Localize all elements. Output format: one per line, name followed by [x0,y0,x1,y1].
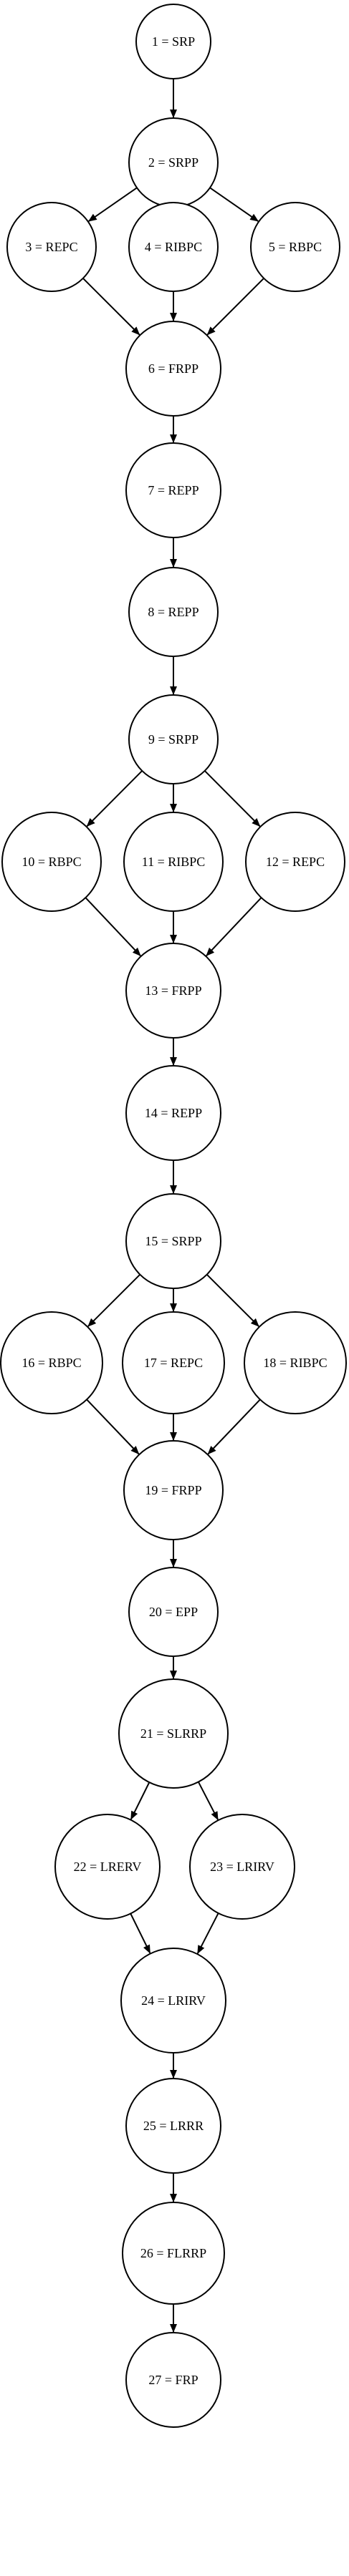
edge-arrow-9-10 [86,770,143,827]
node-label: 14 = REPP [145,1106,202,1120]
edge-arrow-3-6 [82,278,140,336]
edge-arrow-15-16 [87,1273,141,1327]
edge-arrow-21-22 [130,1782,150,1820]
node-circle [118,1678,229,1789]
node-circle [125,1065,221,1161]
node-label: 10 = RBPC [21,855,81,869]
node-circle [54,1814,161,1920]
node-label: 4 = RIBPC [145,240,202,254]
node-circle [245,812,345,912]
edge-arrow-5-6 [206,278,264,336]
node-12: 12 = REPC [245,812,345,912]
node-label: 27 = FRP [148,2373,198,2387]
node-circle [120,1948,226,2053]
node-16: 16 = RBPC [0,1311,103,1414]
node-label: 19 = FRPP [145,1483,201,1497]
edge-arrow-12-13 [206,897,262,957]
node-circle [189,1814,295,1920]
node-circle [135,4,211,79]
node-14: 14 = REPP [125,1065,221,1161]
edge-arrow-2-5 [209,187,259,222]
node-1: 1 = SRP [135,4,211,79]
node-22: 22 = LRERV [54,1814,161,1920]
node-label: 20 = EPP [149,1605,198,1619]
node-circle [125,442,221,538]
node-circle [244,1311,347,1414]
node-18: 18 = RIBPC [244,1311,347,1414]
node-label: 23 = LRIRV [210,1860,274,1874]
node-label: 16 = RBPC [21,1356,81,1370]
edge-arrow-10-13 [85,897,141,957]
node-3: 3 = REPC [6,202,97,292]
node-11: 11 = RIBPC [123,812,224,912]
node-circle [125,321,221,417]
node-20: 20 = EPP [128,1567,219,1657]
node-circle [123,812,224,912]
node-27: 27 = FRP [125,2332,221,2428]
node-label: 26 = FLRRP [140,2246,206,2260]
node-circle [128,202,219,292]
edge-arrow-23-24 [196,1912,219,1955]
edge-arrow-9-12 [204,770,261,827]
node-circle [250,202,340,292]
node-2: 2 = SRPP [128,117,219,208]
node-label: 24 = LRIRV [141,1993,206,2008]
node-label: 25 = LRRR [143,2119,204,2133]
node-24: 24 = LRIRV [120,1948,226,2053]
node-label: 15 = SRPP [145,1234,201,1248]
node-circle [123,1440,224,1540]
node-4: 4 = RIBPC [128,202,219,292]
node-circle [0,1311,103,1414]
node-label: 1 = SRP [152,34,195,49]
node-label: 6 = FRPP [148,361,199,376]
node-13: 13 = FRPP [125,943,221,1039]
node-6: 6 = FRPP [125,321,221,417]
node-circle [6,202,97,292]
node-15: 15 = SRPP [125,1193,221,1289]
node-label: 13 = FRPP [145,983,201,998]
node-circle [122,1311,225,1414]
node-label: 7 = REPP [148,483,199,497]
node-label: 17 = REPC [144,1356,203,1370]
node-label: 12 = REPC [266,855,325,869]
node-circle [125,2332,221,2428]
node-8: 8 = REPP [128,567,219,657]
node-label: 3 = REPC [25,240,77,254]
node-9: 9 = SRPP [128,694,219,784]
node-circle [128,567,219,657]
edge-arrow-21-23 [197,1782,219,1821]
edge-arrow-22-24 [130,1913,151,1954]
node-circle [125,2078,221,2174]
edge-arrow-2-3 [87,187,138,222]
node-label: 2 = SRPP [148,155,199,170]
node-label: 18 = RIBPC [263,1356,327,1370]
node-17: 17 = REPC [122,1311,225,1414]
node-label: 8 = REPP [148,605,199,619]
node-label: 11 = RIBPC [142,855,206,869]
node-25: 25 = LRRR [125,2078,221,2174]
edge-arrow-18-19 [207,1399,261,1455]
node-7: 7 = REPP [125,442,221,538]
nodes-layer: 1 = SRP 2 = SRPP 3 = REPC 4 = RIBPC 5 = RBPC… [0,4,347,2428]
node-label: 9 = SRPP [148,732,199,747]
node-circle [128,694,219,784]
node-10: 10 = RBPC [1,812,102,912]
node-21: 21 = SLRRP [118,1678,229,1789]
node-circle [1,812,102,912]
node-circle [125,943,221,1039]
node-5: 5 = RBPC [250,202,340,292]
node-label: 21 = SLRRP [140,1726,206,1741]
node-19: 19 = FRPP [123,1440,224,1540]
node-circle [125,1193,221,1289]
node-label: 5 = RBPC [269,240,322,254]
edge-arrow-15-18 [206,1273,259,1327]
node-circle [128,1567,219,1657]
node-circle [122,2202,225,2305]
node-26: 26 = FLRRP [122,2202,225,2305]
edge-arrow-16-19 [86,1399,140,1455]
node-label: 22 = LRERV [74,1860,142,1874]
node-23: 23 = LRIRV [189,1814,295,1920]
edges-layer [82,79,264,2333]
